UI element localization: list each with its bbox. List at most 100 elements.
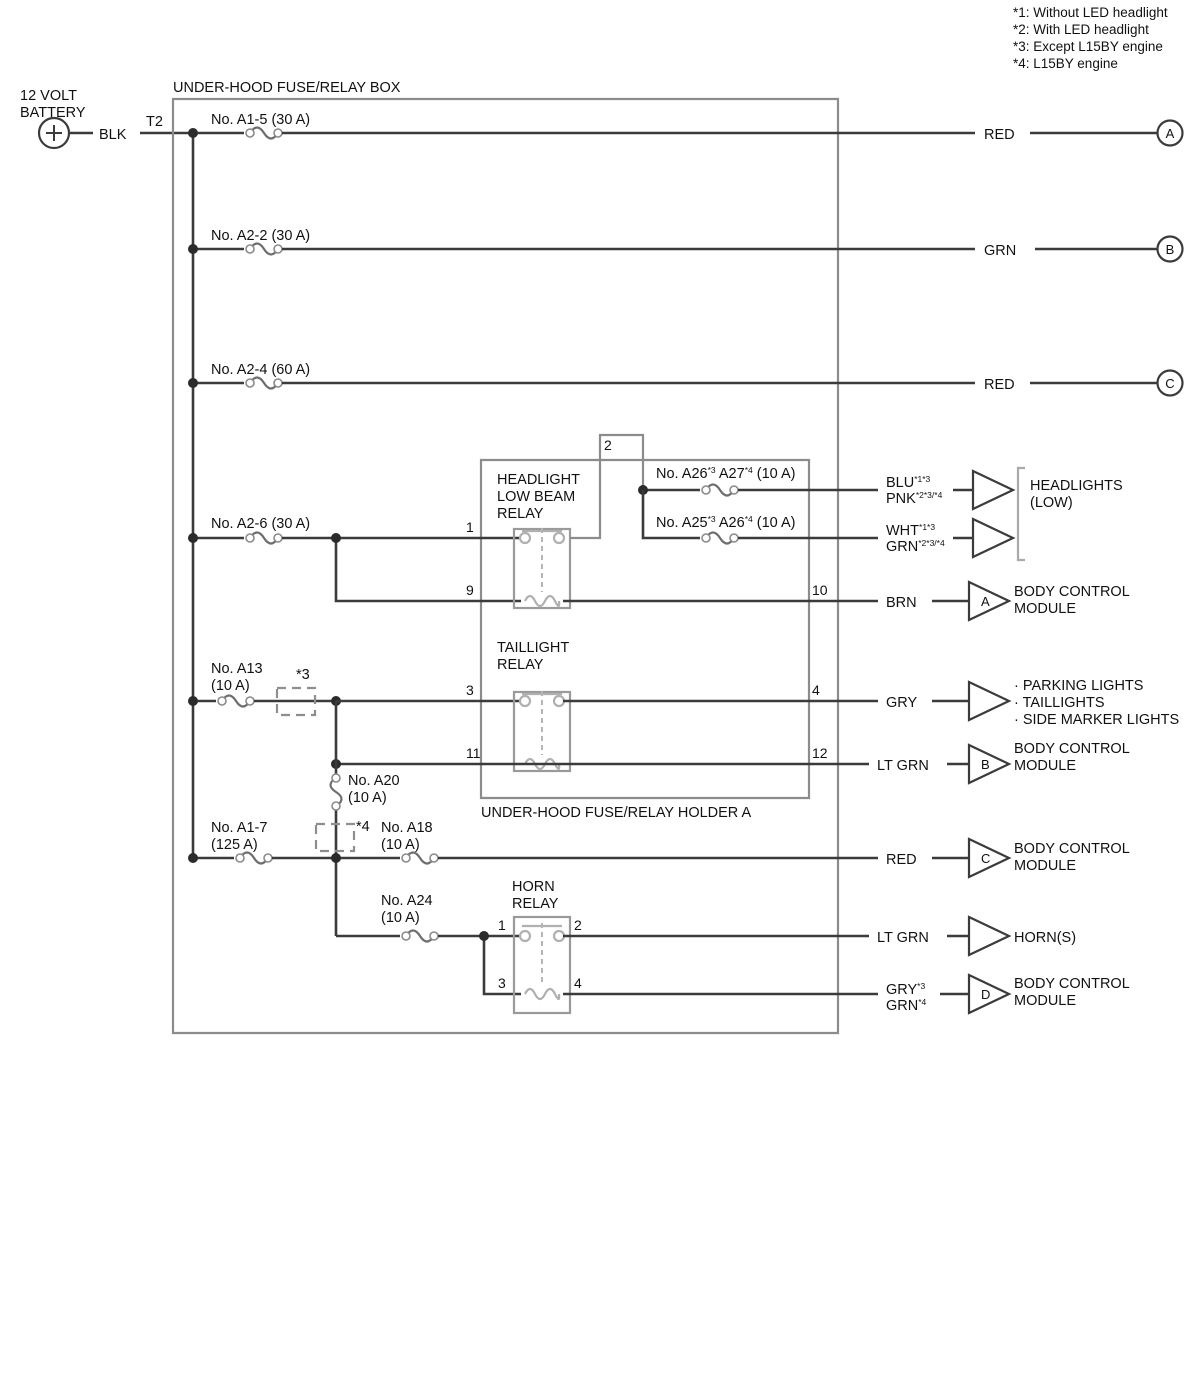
fuse-a20-term-top	[331, 773, 341, 783]
fuse-a18-term-right	[429, 853, 439, 863]
hl-relay-pin-10: 10	[812, 582, 828, 598]
wire-label-blu: BLU*1*3	[886, 474, 931, 491]
tl-relay-label-1: TAILLIGHT	[497, 640, 569, 656]
circuit-row-a1-5: No. A1-5 (30 A) RED A	[188, 112, 1184, 147]
footnote-3: *3: Except L15BY engine	[1013, 39, 1163, 54]
junction-a1-7-bus	[188, 853, 198, 863]
fuse-a24-label-1: No. A24	[381, 893, 433, 909]
fuse-a1-7-curve	[239, 851, 269, 865]
junction-a2-2	[188, 244, 198, 254]
connector-arrow-horns	[967, 915, 1012, 957]
circuit-row-ltgrn-bcm-b: LT GRN B BODY CONTROL MODULE	[331, 741, 1130, 785]
holder-a-label: UNDER-HOOD FUSE/RELAY HOLDER A	[481, 805, 752, 821]
circuit-row-a26-a27: No. A26*3 A27*4 (10 A)	[638, 465, 878, 497]
connector-arrow-headlight-1	[971, 469, 1016, 511]
option-star3-label: *3	[296, 667, 310, 683]
connector-arrow-bcm-b	[967, 743, 1012, 785]
fuse-a2-6-label: No. A2-6 (30 A)	[211, 516, 310, 532]
hl-relay-pin-2: 2	[604, 437, 612, 453]
headlight-low-beam-relay: HEADLIGHT LOW BEAM RELAY 1 9 10 2	[466, 433, 828, 610]
fuse-a24-symbol	[401, 929, 439, 943]
headlights-bracket	[1016, 466, 1025, 562]
horn-relay-pin-3: 3	[498, 975, 506, 991]
fuse-a2-2-curve	[249, 242, 279, 256]
circuit-row-horn-output: LT GRN HORN(S)	[563, 915, 1076, 957]
horn-relay-contact-right	[552, 929, 566, 943]
fuse-a2-4-term-left	[245, 378, 255, 388]
fuse-a24-term-left	[401, 931, 411, 941]
circuit-row-brn-bcm-a: BRN A BODY CONTROL MODULE	[563, 580, 1130, 622]
fuse-a13-term-right	[245, 696, 255, 706]
tl-relay-contact-right	[552, 694, 566, 708]
fuse-a25-a26-term-left	[701, 533, 711, 543]
connector-circle-b	[1156, 235, 1184, 263]
junction-a24-branch	[479, 931, 489, 941]
tl-relay-pin-11: 11	[466, 745, 481, 761]
battery-label-line2: BATTERY	[20, 105, 86, 121]
fuse-a26-a27-symbol	[701, 483, 739, 497]
footnotes-block: *1: Without LED headlight *2: With LED h…	[1013, 5, 1168, 71]
connector-letter-a: A	[1166, 126, 1175, 141]
battery-symbol: 12 VOLT BATTERY BLK T2	[20, 88, 193, 150]
fuse-a2-2-symbol	[245, 242, 283, 256]
fuse-a25-a26-term-right	[729, 533, 739, 543]
fuse-a2-6-curve	[249, 531, 279, 545]
circuit-row-a2-2: No. A2-2 (30 A) GRN B	[188, 228, 1184, 263]
fuse-a26-a27-term-left	[701, 485, 711, 495]
circuit-row-a2-4: No. A2-4 (60 A) RED C	[188, 362, 1184, 397]
a25-a26-in	[641, 490, 700, 540]
fuse-a13-term-left	[217, 696, 227, 706]
fuse-a20-label-1: No. A20	[348, 773, 400, 789]
tl-relay-label-2: RELAY	[497, 657, 544, 673]
fuse-a13-label-2: (10 A)	[211, 678, 250, 694]
horn-relay-contact-left	[518, 929, 532, 943]
fuse-a1-7-label-2: (125 A)	[211, 837, 258, 853]
fuse-a1-5-term-right	[273, 128, 283, 138]
wire-label-grn-b: GRN	[984, 243, 1016, 259]
dest-parking-lights: · PARKING LIGHTS	[1014, 678, 1143, 694]
fuse-a25-a26-label: No. A25*3 A26*4 (10 A)	[656, 514, 795, 531]
dest-bcm-a-line2: MODULE	[1014, 601, 1076, 617]
wire-label-red-bcm: RED	[886, 852, 917, 868]
dest-taillights: · TAILLIGHTS	[1014, 695, 1105, 711]
fuse-a18-symbol	[401, 851, 439, 865]
taillight-relay: TAILLIGHT RELAY 3 11 4 12	[466, 640, 828, 773]
fuse-a20: No. A20 (10 A)	[329, 773, 400, 811]
fuse-a2-6-symbol	[245, 531, 283, 545]
fuse-a26-a27-term-right	[729, 485, 739, 495]
circuit-row-a13: No. A13 (10 A) *3	[188, 661, 521, 717]
junction-a1-5	[188, 128, 198, 138]
hl-relay-pin-1: 1	[466, 519, 474, 535]
dest-bcm-c-line1: BODY CONTROL	[1014, 841, 1130, 857]
connector-arrow-bcm-a	[967, 580, 1012, 622]
hl-relay-label-2: LOW BEAM	[497, 489, 575, 505]
blk-wire-label: BLK	[99, 127, 127, 143]
hl-relay-label-1: HEADLIGHT	[497, 472, 580, 488]
circuit-row-a2-6: No. A2-6 (30 A)	[188, 516, 521, 603]
connector-letter-b: B	[1166, 242, 1175, 257]
fuse-a1-5-label: No. A1-5 (30 A)	[211, 112, 310, 128]
horn-relay-pin-1: 1	[498, 917, 506, 933]
wire-label-grn-hl: GRN*2*3/*4	[886, 538, 945, 555]
wire-label-brn: BRN	[886, 595, 917, 611]
circuit-row-bcm-d: GRY*3 GRN*4 D BODY CONTROL MODULE	[563, 973, 1130, 1015]
fuse-a2-4-term-right	[273, 378, 283, 388]
option-box-star3	[275, 686, 317, 717]
terminal-t2-label: T2	[146, 114, 163, 130]
fuse-a24-curve	[405, 929, 435, 943]
hl-relay-coil	[524, 594, 561, 608]
fuse-a1-5-curve	[249, 126, 279, 140]
connector-arrow-lights	[967, 680, 1012, 722]
wire-label-gry: GRY	[886, 695, 917, 711]
footnote-2: *2: With LED headlight	[1013, 22, 1149, 37]
connector-circle-a	[1156, 119, 1184, 147]
hl-relay-contact-left	[518, 531, 532, 545]
fuse-a18-label-1: No. A18	[381, 820, 433, 836]
connector-letter-c: C	[1165, 376, 1174, 391]
fuse-a1-7-term-left	[235, 853, 245, 863]
horn-relay-coil	[524, 987, 561, 1001]
dest-bcm-c-line2: MODULE	[1014, 858, 1076, 874]
connector-arrow-bcm-d	[967, 973, 1012, 1015]
tl-relay-pin-3: 3	[466, 682, 474, 698]
